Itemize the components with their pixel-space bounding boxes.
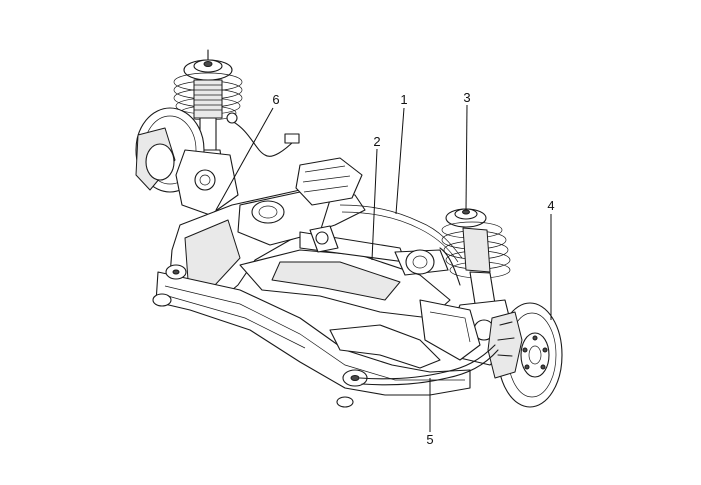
steering-gear xyxy=(299,204,463,276)
stabilizer-bar xyxy=(359,344,499,386)
callout-5: 5 xyxy=(426,432,433,447)
callout-2: 2 xyxy=(373,134,380,149)
callout-3: 3 xyxy=(463,90,470,105)
left-strut-assembly xyxy=(135,49,300,216)
subframe xyxy=(152,157,471,408)
callout-6: 6 xyxy=(272,92,279,107)
callout-leaders xyxy=(215,104,552,432)
callout-1: 1 xyxy=(400,92,407,107)
right-strut-assembly xyxy=(419,208,563,408)
callout-4: 4 xyxy=(547,198,554,213)
